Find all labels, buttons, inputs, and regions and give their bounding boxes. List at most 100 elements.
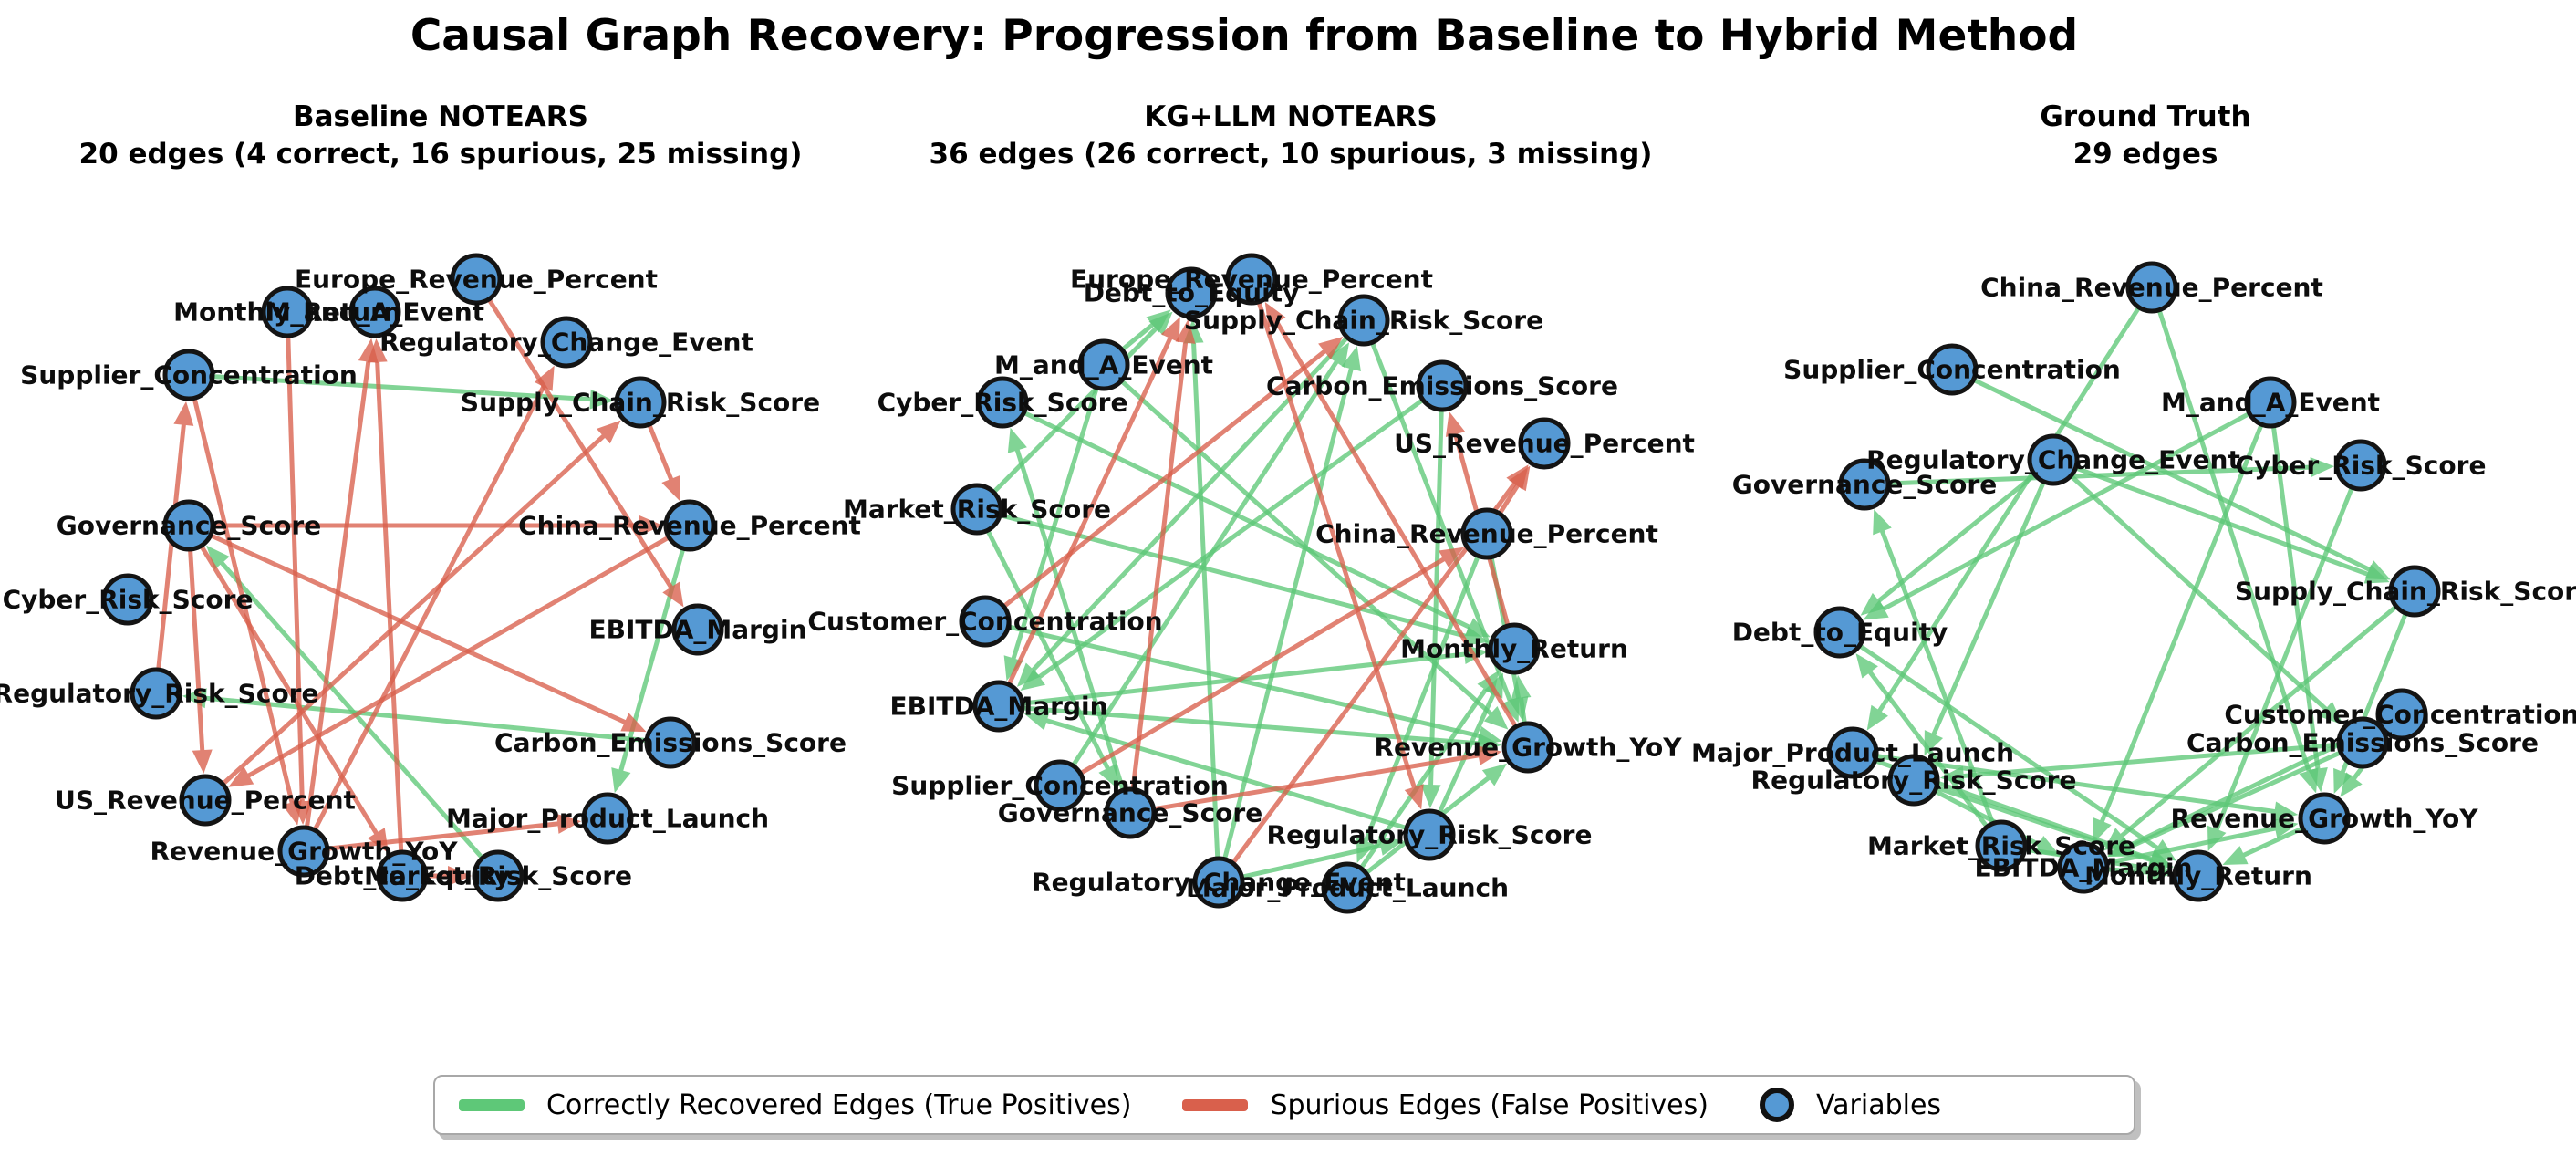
graph-edge-correct <box>1511 674 1532 724</box>
node-label: Supplier_Concentration <box>891 771 1229 801</box>
node-label: Supply_Chain_Risk_Score <box>1184 306 1543 336</box>
node-label: Customer_Concentration <box>2224 700 2576 730</box>
node-label: Revenue_Growth_YoY <box>1374 733 1682 763</box>
graph-edge-spurious <box>327 813 582 851</box>
node-label: EBITDA_Margin <box>1974 853 2192 883</box>
panel-baseline-title-line2: 20 edges (4 correct, 16 spurious, 25 mis… <box>78 138 803 171</box>
node-label: China_Revenue_Percent <box>518 511 861 541</box>
graph-node <box>376 849 429 902</box>
node-label: China_Revenue_Percent <box>1980 273 2323 303</box>
legend-item-spurious: Spurious Edges (False Positives) <box>1182 1089 1709 1121</box>
graph-node <box>614 376 667 429</box>
graph-node <box>2375 688 2428 741</box>
panel-ground-truth: Ground Truth 29 edges China_Revenue_Perce… <box>1691 99 2576 1011</box>
legend-spurious-label: Spurious Edges (False Positives) <box>1270 1088 1709 1121</box>
graph-edge-correct <box>1222 346 1361 860</box>
legend-item-variables: Variables <box>1759 1088 1941 1122</box>
graph-edge-correct <box>1873 509 1995 825</box>
graph-edge-spurious <box>1264 301 1518 728</box>
node-label: Debt_to_Equity <box>295 861 511 891</box>
graph-edge-spurious <box>1498 465 1531 515</box>
graph-node <box>972 680 1025 733</box>
node-label: Supplier_Concentration <box>1783 355 2121 385</box>
graph-edge-correct <box>1875 754 2299 822</box>
node-label: Revenue_Growth_YoY <box>2170 804 2478 834</box>
graph-node <box>2125 261 2178 314</box>
graph-edge-spurious <box>1079 547 1465 776</box>
graph-edge-correct <box>2093 423 2264 844</box>
graph-node <box>1838 458 1891 511</box>
graph-node <box>1416 359 1469 412</box>
panel-truth-title-line2: 29 edges <box>2072 138 2218 171</box>
graph-edge-spurious <box>192 397 302 826</box>
panel-truth-title-line1: Ground Truth <box>2040 100 2251 133</box>
graph-node <box>581 792 634 845</box>
graph-node <box>1501 721 1554 774</box>
graph-node <box>1192 856 1245 909</box>
graph-edge-correct <box>1866 307 2141 731</box>
node-label: Revenue_Growth_YoY <box>150 837 458 867</box>
graph-node <box>101 573 154 626</box>
graph-node <box>1518 417 1571 470</box>
graph-node <box>2172 849 2225 902</box>
graph-node <box>671 603 724 656</box>
graph-edge-correct <box>2070 474 2343 725</box>
causal-graph-baseline: Europe_Revenue_PercentMonthly_ReturnM_an… <box>0 253 861 902</box>
graph-edge-spurious <box>156 401 194 671</box>
node-label: Carbon_Emissions_Score <box>2186 728 2539 758</box>
node-label: Carbon_Emissions_Score <box>494 728 847 758</box>
graph-edge-correct <box>2271 425 2328 793</box>
graph-node <box>1488 622 1541 675</box>
node-label: Supply_Chain_Risk_Score <box>461 388 820 418</box>
graph-edge-spurious <box>1130 318 1196 790</box>
graph-edge-spurious <box>200 545 389 854</box>
graph-edge-correct <box>1071 342 1350 767</box>
graph-edge-correct <box>212 374 615 410</box>
graph-node <box>2336 716 2389 769</box>
graph-edge-correct <box>992 311 1173 494</box>
legend: Correctly Recovered Edges (True Positive… <box>433 1075 2135 1135</box>
correct-edge-swatch-icon <box>459 1098 525 1111</box>
graph-edge-correct <box>1370 341 1520 723</box>
node-label: China_Revenue_Percent <box>1315 519 1658 549</box>
graph-node <box>1813 606 1866 659</box>
node-label: Governance_Score <box>1732 470 1997 500</box>
graph-node <box>1165 266 1218 319</box>
node-label: Europe_Revenue_Percent <box>295 265 658 295</box>
graph-edge-correct <box>1939 742 2340 786</box>
node-label: Major_Product_Launch <box>1186 873 1509 903</box>
graph-edge-spurious <box>313 365 555 831</box>
graph-edge-spurious <box>1257 301 1424 810</box>
graph-node <box>976 376 1029 429</box>
graph-edge-correct <box>1972 378 2391 580</box>
graph-edge-correct <box>2106 862 2173 883</box>
graph-edge-spurious <box>1007 317 1180 686</box>
node-label: Carbon_Emissions_Score <box>1266 371 1618 401</box>
graph-node <box>261 286 314 338</box>
graph-node <box>959 595 1012 648</box>
node-label: Debt_to_Equity <box>1732 618 1948 648</box>
graph-node <box>162 349 215 401</box>
node-label: Governance_Score <box>57 511 321 541</box>
graph-node <box>2298 792 2351 845</box>
graph-node <box>644 716 697 769</box>
node-label: Regulatory_Risk_Score <box>1267 820 1593 850</box>
node-label: M_and_A_Event <box>994 350 1213 380</box>
node-label: Regulatory_Risk_Score <box>1751 765 2077 796</box>
graph-node <box>472 849 525 902</box>
node-label: Market_Risk_Score <box>1867 831 2135 861</box>
node-label: Europe_Revenue_Percent <box>1070 265 1433 295</box>
graph-edge-spurious <box>1153 745 1502 811</box>
node-label: Major_Product_Launch <box>446 804 769 834</box>
graph-node <box>2057 841 2110 894</box>
graph-node <box>663 499 716 552</box>
graph-node <box>1460 507 1513 560</box>
node-label: Monthly_Return <box>173 297 401 328</box>
graph-node <box>277 825 330 878</box>
graph-edge-spurious <box>487 298 684 608</box>
panel-kgllm-title-line1: KG+LLM NOTEARS <box>1144 100 1438 133</box>
graph-node <box>2388 565 2441 618</box>
